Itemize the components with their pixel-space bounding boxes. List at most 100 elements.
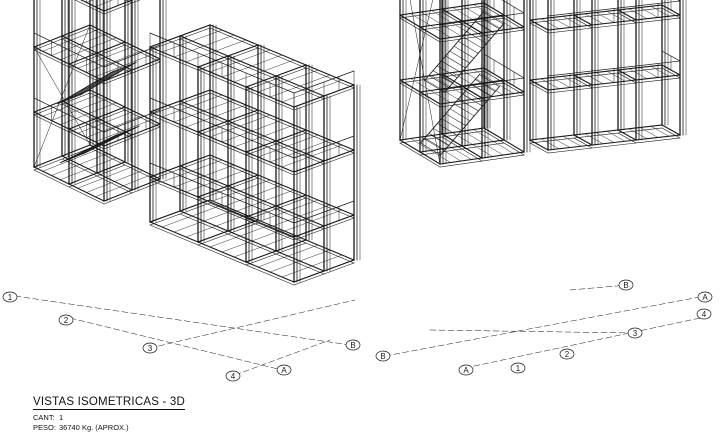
left-grid-line (149, 299, 356, 349)
left-frame-joist (161, 204, 223, 228)
right-frame-joist (606, 10, 626, 22)
right-tower-stair-tread (453, 103, 475, 117)
right-tower-joist (452, 132, 493, 157)
right-grid-label-a: A (463, 366, 469, 375)
left-frame-joist (257, 199, 319, 223)
right-frame-joist (650, 125, 670, 137)
right-tower-stair-tread (462, 36, 483, 49)
left-grid-line (234, 339, 331, 376)
left-frame-joist (209, 224, 271, 248)
right-tower-joist (410, 78, 451, 103)
left-frame-joist (161, 94, 223, 118)
weight-row: PESO: 36740 Kg. (APROX.) (33, 423, 185, 433)
right-frame-joist (595, 72, 615, 83)
right-frame-girder-flange (547, 77, 681, 94)
right-tower-joist (420, 76, 462, 102)
right-tower-stair-tread (428, 75, 450, 88)
right-tower-stair-tread (466, 88, 488, 102)
weight-label: PESO: (33, 423, 56, 432)
left-tower-stair-tread (109, 64, 133, 74)
left-frame-girder-flange (149, 49, 295, 111)
left-frame-joist (281, 254, 343, 278)
left-grid-label-4-bubble (225, 370, 241, 382)
right-frame-joist (540, 18, 560, 30)
right-tower-stair-tread (466, 31, 487, 44)
left-grid-label-3: 3 (148, 344, 153, 353)
right-tower-stair-tread (441, 118, 462, 131)
left-frame-girder-flange (149, 179, 295, 241)
left-tower-joist (51, 33, 108, 56)
quantity-label: CANT: (33, 413, 55, 422)
right-grid-label-2: 2 (565, 350, 570, 359)
right-frame-joist (628, 68, 648, 80)
left-frame-joist (161, 159, 223, 183)
left-frame-joist (209, 49, 271, 73)
right-frame-girder-flange (547, 137, 681, 154)
left-tower-stair-tread (113, 61, 137, 72)
right-tower-joist (410, 138, 451, 163)
right-tower-stair-tread (432, 70, 454, 84)
right-tower-joist (431, 135, 472, 160)
right-frame-beam-flange (661, 127, 681, 139)
right-frame-joist (584, 133, 604, 145)
left-frame-joist (185, 214, 247, 238)
right-tower-joist (410, 13, 451, 38)
left-frame-joist (257, 134, 319, 158)
right-frame-beam (661, 124, 681, 136)
right-frame-joist (595, 132, 615, 143)
right-frame-joist (551, 17, 571, 28)
right-frame-joist (628, 128, 648, 140)
right-tower-joist (473, 129, 514, 154)
right-frame-joist (628, 8, 648, 20)
right-frame-joist (562, 135, 582, 147)
left-tower-joist (51, 98, 108, 121)
right-tower-stair-tread (449, 50, 471, 64)
right-tower-stair-tread (424, 80, 445, 93)
right-frame-joist (562, 15, 582, 27)
right-frame-joist (650, 5, 670, 17)
right-frame-joist (639, 127, 659, 138)
left-tower-stair-stringer (79, 61, 137, 96)
left-tower-stair-tread (61, 92, 85, 102)
right-tower-joist (462, 130, 504, 156)
right-tower-stair-tread (483, 11, 504, 25)
right-frame-joist (584, 13, 604, 25)
left-tower-stair-tread (57, 94, 81, 105)
left-tower-brace (33, 24, 91, 168)
right-frame-joist (551, 137, 571, 148)
drawing-meta: CANT: 1 PESO: 36740 Kg. (APROX.) (33, 413, 185, 433)
right-tower-joist (452, 7, 493, 32)
right-tower-stair-tread (479, 74, 500, 87)
right-tower-stair-tread (436, 65, 458, 79)
right-tower-stair-tread (445, 55, 466, 69)
right-tower-stair-tread (470, 83, 492, 97)
right-frame-beam (617, 129, 637, 141)
quantity-row: CANT: 1 (33, 413, 185, 423)
left-tower-girder (80, 0, 105, 12)
left-tower-girder-flange (89, 147, 161, 183)
left-frame-joist (269, 74, 331, 98)
left-grid-label-1: 1 (8, 293, 13, 302)
left-tower-joist (86, 170, 143, 193)
right-frame-girder-flange (547, 17, 681, 34)
left-tower-stair-tread (77, 82, 101, 93)
right-frame-joist (639, 7, 659, 18)
right-grid-label-a2: A (702, 293, 708, 302)
left-tower-stair-tread (93, 73, 117, 84)
right-grid-label-3: 3 (633, 329, 638, 338)
left-frame-joist (209, 114, 271, 138)
left-tower-joist (51, 153, 108, 176)
right-tower-stair-stringer (443, 23, 505, 94)
right-tower-joist (420, 11, 462, 37)
left-tower-stair-stringer (59, 134, 118, 164)
left-frame-joist (221, 54, 283, 78)
right-tower-joist (462, 70, 504, 96)
drawing-title: VISTAS ISOMETRICAS - 3D (33, 396, 185, 410)
left-frame-girder-flange (209, 27, 355, 89)
left-frame-joist (209, 179, 271, 203)
left-tower-stair-stringer (57, 70, 115, 105)
left-grid-label-2-bubble (58, 314, 74, 326)
